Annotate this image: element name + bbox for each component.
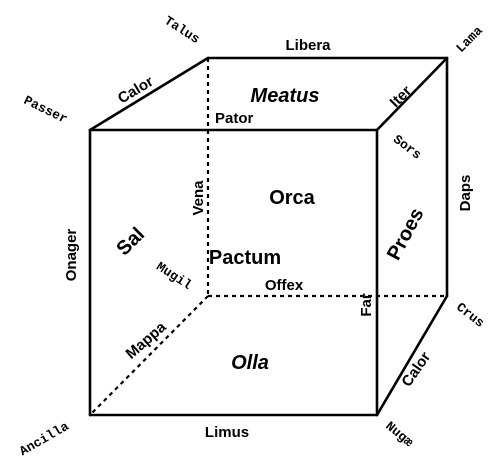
vertex-label-passer: Passer <box>21 93 70 127</box>
vertex-label-sors: Sors <box>390 132 424 163</box>
face-label-front: Pactum <box>209 247 281 269</box>
vertex-label-lama: Lama <box>453 23 486 56</box>
vertex-label-talus: Talus <box>161 13 202 47</box>
face-label-right: Proes <box>383 204 429 263</box>
hidden-edge-mappa <box>89 295 209 416</box>
vertex-label-ancilla: Ancilla <box>17 419 72 459</box>
face-label-bottom: Olla <box>231 352 269 374</box>
face-label-left: Sal <box>112 223 149 260</box>
edge-label-far: Far <box>358 293 375 317</box>
edge-calor-top <box>88 56 210 132</box>
edge-label-offex: Offex <box>265 277 304 294</box>
edge-label-libera: Libera <box>285 37 331 54</box>
edge-label-onager: Onager <box>63 229 80 282</box>
edge-label-limus: Limus <box>205 424 249 441</box>
edge-label-daps: Daps <box>457 175 474 212</box>
vertex-label-crus: Crus <box>453 300 487 331</box>
face-label-back: Orca <box>269 187 315 209</box>
vertex-label-mugil: Mugil <box>153 259 194 293</box>
edge-label-pator: Pator <box>215 110 254 127</box>
edge-label-mappa: Mappa <box>123 318 171 362</box>
edge-label-iter: Iter <box>387 82 416 111</box>
vertex-label-nugae: Nugæ <box>382 419 416 451</box>
edge-label-vena: Vena <box>190 180 207 216</box>
edge-iter <box>375 56 449 132</box>
face-label-top: Meatus <box>251 85 320 107</box>
edge-calor-bottom <box>375 294 449 417</box>
